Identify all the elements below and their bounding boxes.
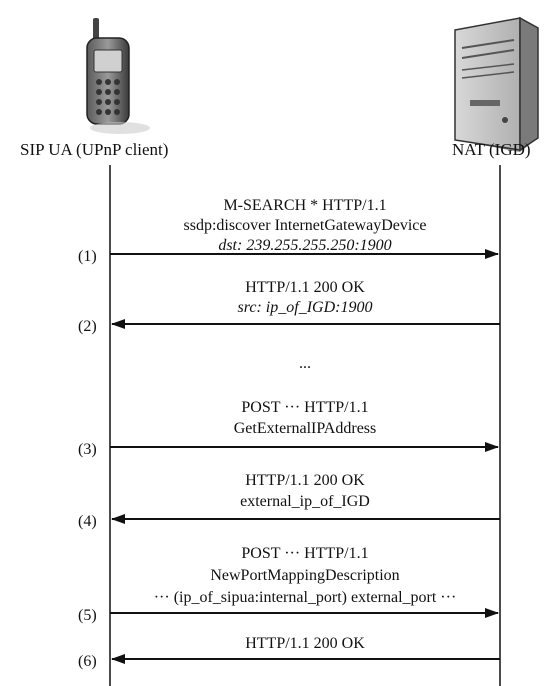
message-5: POST ··· HTTP/1.1 NewPortMappingDescript… bbox=[78, 545, 499, 624]
message-3-line-2: GetExternalIPAddress bbox=[234, 420, 377, 437]
message-5-line-3: ··· (ip_of_sipua:internal_port) external… bbox=[154, 589, 457, 606]
client-label: SIP UA (UPnP client) bbox=[20, 140, 168, 159]
step-label-4: (4) bbox=[78, 513, 97, 530]
message-4-line-2: external_ip_of_IGD bbox=[240, 493, 370, 510]
phone-icon bbox=[86, 18, 150, 134]
step-label-5: (5) bbox=[78, 607, 97, 624]
message-3: POST ··· HTTP/1.1 GetExternalIPAddress (… bbox=[78, 399, 499, 458]
message-6-line-1: HTTP/1.1 200 OK bbox=[245, 635, 365, 652]
message-5-line-1: POST ··· HTTP/1.1 bbox=[241, 545, 368, 562]
message-4-line-1: HTTP/1.1 200 OK bbox=[245, 472, 365, 489]
step-label-6: (6) bbox=[78, 653, 97, 670]
message-1-destination: dst: 239.255.255.250:1900 bbox=[218, 237, 391, 254]
message-1: M-SEARCH * HTTP/1.1 ssdp:discover Intern… bbox=[78, 197, 499, 265]
server-icon bbox=[454, 16, 539, 152]
message-5-line-2: NewPortMappingDescription bbox=[210, 567, 399, 584]
message-3-line-1: POST ··· HTTP/1.1 bbox=[241, 399, 368, 416]
message-1-line-2: ssdp:discover InternetGatewayDevice bbox=[183, 217, 426, 234]
igd-label: NAT (IGD) bbox=[452, 140, 531, 159]
message-4: HTTP/1.1 200 OK external_ip_of_IGD (4) bbox=[78, 472, 500, 530]
message-2: HTTP/1.1 200 OK src: ip_of_IGD:1900 (2) bbox=[78, 279, 500, 335]
step-label-1: (1) bbox=[78, 248, 97, 265]
step-label-3: (3) bbox=[78, 441, 97, 458]
step-label-2: (2) bbox=[78, 318, 97, 335]
ellipsis: ... bbox=[299, 355, 311, 372]
message-2-source: src: ip_of_IGD:1900 bbox=[238, 299, 373, 316]
message-6: HTTP/1.1 200 OK (6) bbox=[78, 635, 500, 670]
message-1-line-1: M-SEARCH * HTTP/1.1 bbox=[223, 197, 386, 214]
message-2-line-1: HTTP/1.1 200 OK bbox=[245, 279, 365, 296]
